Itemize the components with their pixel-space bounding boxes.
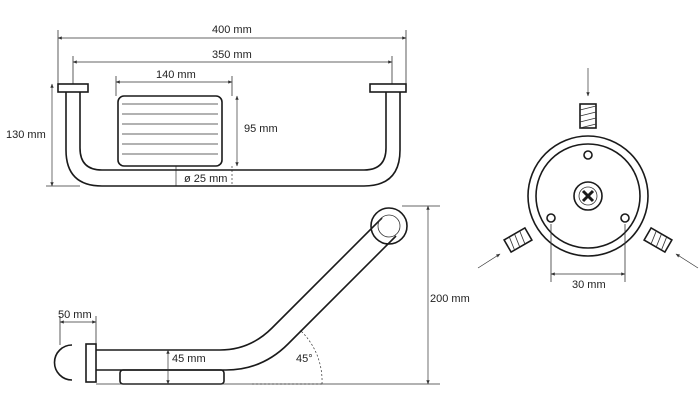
- angle-arc: [299, 329, 323, 385]
- basket-side: [119, 369, 225, 385]
- screw-left-icon: [503, 226, 533, 254]
- screw-right-icon: [643, 226, 673, 254]
- left-flange: [57, 83, 89, 93]
- arrow-right: [675, 253, 699, 269]
- basket: [117, 95, 223, 167]
- bar-outer: [65, 92, 401, 187]
- mount-hole-right: [620, 213, 630, 223]
- label-height: 130 mm: [6, 129, 46, 141]
- bar-inner: [79, 92, 387, 171]
- label-screw-spacing: 30 mm: [572, 279, 606, 291]
- screw-cross-icon: [581, 189, 595, 203]
- label-tube-diameter: ø 25 mm: [184, 173, 227, 185]
- label-mount-spacing: 350 mm: [212, 49, 252, 61]
- label-basket-height: 95 mm: [244, 123, 278, 135]
- right-flange: [369, 83, 407, 93]
- center-screw-inner: [578, 186, 598, 206]
- mount-plate-inner: [535, 143, 641, 249]
- bar-top: [96, 217, 383, 351]
- label-overall-width: 400 mm: [212, 24, 252, 36]
- screw-top-threads: [579, 105, 597, 129]
- upper-end-cap: [370, 207, 408, 245]
- mount-view: 30 mm: [477, 68, 699, 291]
- label-basket-side-height: 45 mm: [172, 353, 206, 365]
- upper-end-cap-inner: [377, 214, 401, 238]
- arrow-left: [477, 253, 501, 269]
- left-flange-outer: [53, 344, 73, 381]
- center-screw-head: [573, 181, 603, 211]
- basket-slats: [122, 103, 218, 155]
- left-flange-plate: [85, 343, 97, 383]
- mount-hole-top: [583, 150, 593, 160]
- bar-bottom: [96, 235, 397, 371]
- top-view: 400 mm 350 mm 140 mm 130 mm 95 mm ø 25 m…: [6, 24, 407, 187]
- side-view: 50 mm 45 mm 45° 200 mm: [53, 205, 470, 385]
- label-total-height: 200 mm: [430, 293, 470, 305]
- label-flange-width: 50 mm: [58, 309, 92, 321]
- mount-plate-outer: [527, 135, 649, 257]
- mount-hole-left: [546, 213, 556, 223]
- label-angle: 45°: [296, 353, 313, 365]
- label-basket-width: 140 mm: [156, 69, 196, 81]
